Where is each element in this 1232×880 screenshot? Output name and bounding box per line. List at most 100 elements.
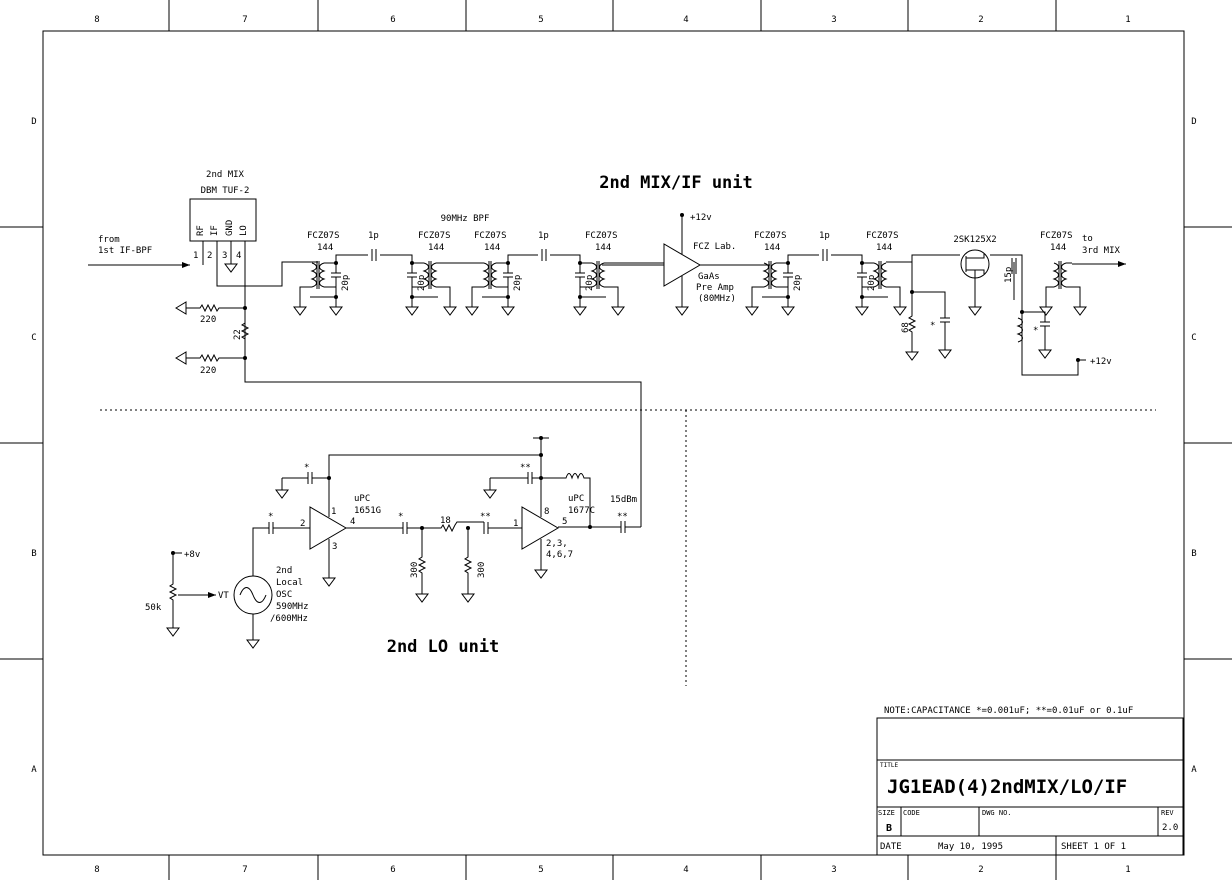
junction-dot [410,261,414,265]
coil-value: 144 [484,243,500,253]
column-labels-bottom: 8 7 6 5 4 3 2 1 [94,865,1130,875]
preamp: +12v FCZ Lab. GaAs Pre Amp (80MHz) [602,213,770,316]
ground-icon [166,627,180,637]
col-label: 3 [831,865,836,875]
coil-label: FCZ07S [307,231,340,241]
filter-wire [1045,262,1072,307]
mixer-name: 2nd MIX [206,170,245,180]
cap-star: * [1033,326,1038,336]
filter-wire [1066,286,1081,307]
output-label: to [1082,234,1093,244]
capacitor-icon [268,522,310,534]
ground-icon [1038,349,1052,359]
date-label: DATE [880,842,902,852]
size-label: SIZE [878,809,895,817]
mixer-pin-number: 3 [222,251,227,261]
transformer-secondary [599,262,606,288]
cap-value: 1p [368,231,379,241]
junction-dot [860,261,864,265]
row-label: A [31,765,37,775]
bias-resistor [175,301,245,315]
cap-value: 20p [585,275,595,291]
ground-icon [1073,306,1087,316]
filter-wire [496,254,592,264]
resistor-value: 68 [901,322,911,333]
capacitor-icon [407,263,417,287]
rev-label: REV [1161,809,1174,817]
filter-wire [436,286,451,307]
ground-icon [905,349,952,361]
row-label: C [1191,333,1196,343]
coil-value: 144 [317,243,333,253]
cap-value: 20p [513,275,523,291]
title-label: TITLE [880,762,898,769]
capacitance-note: NOTE:CAPACITANCE *=0.001uF; **=0.01uF or… [884,706,1133,716]
transformer-secondary [881,262,888,288]
row-label: C [31,333,36,343]
coupling-capacitor [822,249,828,261]
col-label: 6 [390,865,395,875]
filter-wire [482,286,606,298]
resistor-value: 18 [440,516,451,526]
level-label: 15dBm [610,495,637,505]
coil-label: FCZ07S [754,231,787,241]
cap-star: ** [520,463,531,473]
mixer-pin-number: 1 [193,251,198,261]
capacitor-icon [783,263,793,287]
output-label: 3rd MIX [1082,246,1121,256]
cap-star: ** [480,512,491,522]
pin-label: 1 [513,519,518,529]
transformer-core [878,261,882,289]
ground-icon [246,639,260,649]
filter-wire [604,286,619,307]
coupling-capacitor [541,249,547,261]
coil-value: 144 [876,243,892,253]
pin-label: 2 [300,519,305,529]
col-label: 8 [94,865,99,875]
junction-dot [506,261,510,265]
input-label: from [98,235,120,245]
junction-dot [786,261,790,265]
col-label: 2 [978,865,983,875]
osc-label: 2nd [276,566,292,576]
amp-maker: FCZ Lab. [693,242,736,252]
fet-stage: 2SK125X2 68 * 15p * +12v to 3rd MIX [886,234,1126,376]
transformer-primary [762,262,769,288]
rev-value: 2.0 [1162,823,1178,833]
row-label: B [31,549,36,559]
ground-icon [781,306,795,316]
col-label: 7 [242,865,247,875]
row-label: A [1191,765,1197,775]
ground-icon [745,306,759,316]
column-labels-top: 8 7 6 5 4 3 2 1 [94,15,1130,25]
cap-star: * [930,321,935,331]
osc-label: /600MHz [270,614,308,624]
coil-label: FCZ07S [1040,231,1073,241]
cap-value: 20p [341,275,351,291]
lo-oscillator: +8v 50k VT 2nd Local OSC 590MHz /600MHz [145,527,309,649]
ground-icon [405,306,419,316]
lo-heading: 2nd LO unit [387,637,500,657]
coil-value: 144 [428,243,444,253]
row-labels: D C B A D C B A [31,117,1197,775]
cap-star: * [304,463,309,473]
cap-value: 20p [867,275,877,291]
ground-icon [573,306,587,316]
mixer-pin-label: IF [210,225,220,236]
ground-icon [893,306,907,316]
ground-icon [293,306,307,316]
pot-resistor [168,553,178,628]
coil-icon [1016,317,1023,343]
transformer-primary [310,262,317,288]
resistor-value: 300 [477,562,487,578]
ground-icon [1039,306,1053,316]
transformer-secondary [1061,262,1068,288]
mixer-pin-label: GND [225,220,235,236]
cap-star: * [398,512,403,522]
coil-value: 144 [1050,243,1066,253]
cap-value: 15p [1004,267,1014,283]
dwg-label: DWG NO. [982,809,1012,817]
